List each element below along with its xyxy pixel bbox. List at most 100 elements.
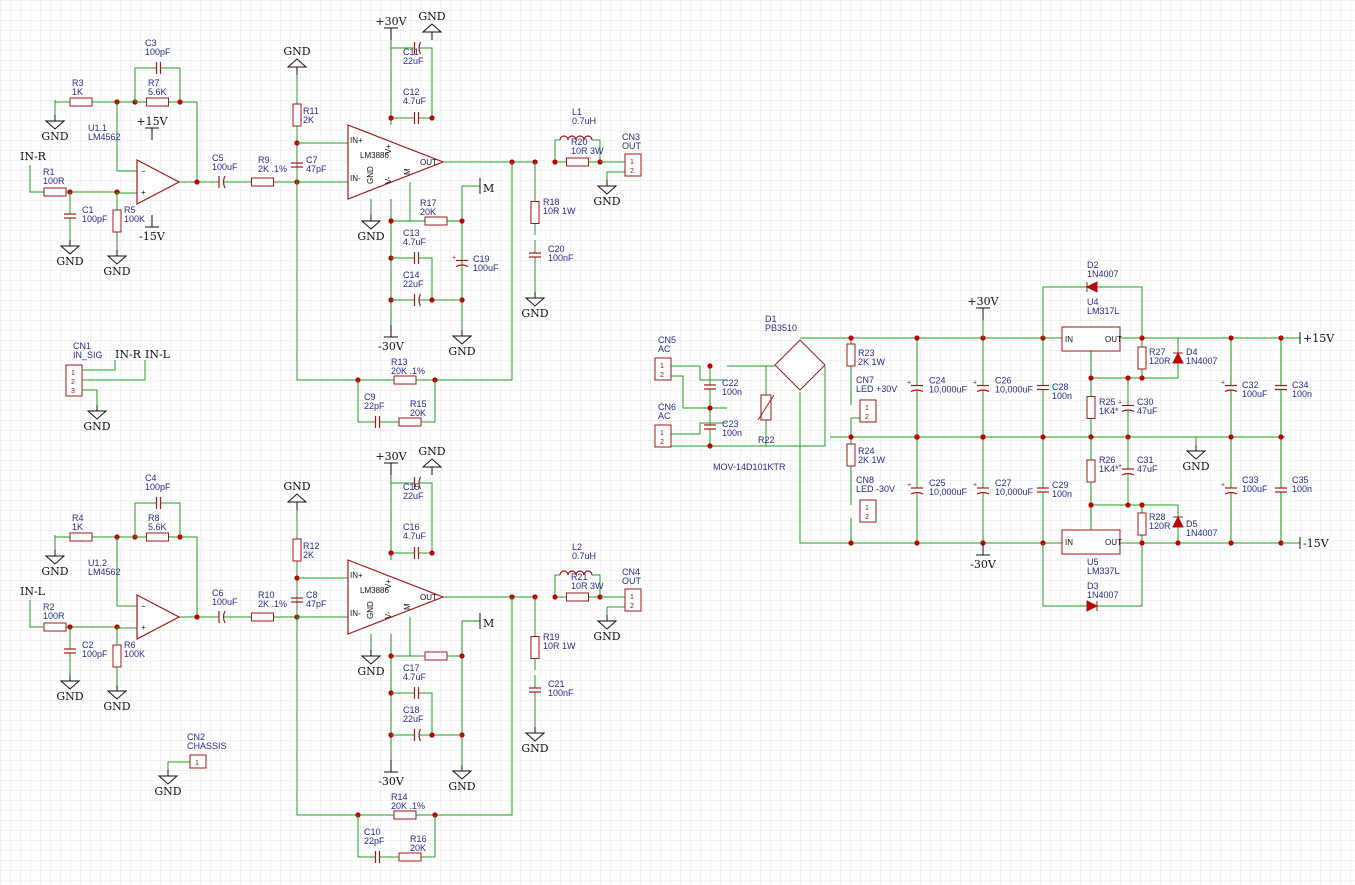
c24-value: 10,000uF xyxy=(929,385,968,395)
resistor-r21 xyxy=(566,592,589,602)
junction-dot xyxy=(980,434,986,440)
opamp-u1 xyxy=(136,594,181,640)
junction-dot xyxy=(177,534,183,540)
led-connector-cn8-pin: 2 xyxy=(865,514,869,521)
cn3-ref: CN3 xyxy=(622,132,640,142)
output-connector-cn4-pin: 1 xyxy=(630,594,634,601)
r26-ref: R26 xyxy=(1099,455,1116,465)
capacitor-c26-plate xyxy=(976,389,990,393)
cn3-value: OUT xyxy=(622,141,642,151)
d2-ref: D2 xyxy=(1087,260,1099,270)
c30-ref: C30 xyxy=(1137,397,1154,407)
cn7-ref: CN7 xyxy=(856,375,874,385)
opamp-u1-minus: − xyxy=(141,602,146,611)
c15-ref: C15 xyxy=(403,482,420,492)
cn4-value: OUT xyxy=(622,576,642,586)
u5-pin-in: IN xyxy=(1065,538,1073,547)
power-amp-u3 xyxy=(347,559,445,635)
r27-ref: R27 xyxy=(1149,347,1166,357)
diode-d5 xyxy=(1172,515,1184,528)
d4-ref: D4 xyxy=(1186,347,1198,357)
resistor-r5 xyxy=(112,209,122,233)
gnd-label: GND xyxy=(521,742,548,755)
c33-value: 100uF xyxy=(1242,484,1268,494)
wire xyxy=(29,165,40,193)
r3-value: 1K xyxy=(72,87,83,97)
c1-ref: C1 xyxy=(82,205,94,215)
r18-ref: R18 xyxy=(543,197,560,207)
r19-ref: R19 xyxy=(543,632,560,642)
c2-ref: C2 xyxy=(82,640,94,650)
wire xyxy=(116,102,137,172)
capacitor-c31-plus: + xyxy=(1118,463,1122,470)
junction-dot xyxy=(1040,434,1046,440)
gnd-symbol xyxy=(286,58,308,75)
r4-ref: R4 xyxy=(72,513,84,523)
capacitor-c24-plate xyxy=(910,389,924,393)
r15-value: 20K xyxy=(410,408,426,418)
chassis-connector-cn2 xyxy=(189,754,207,769)
c17-ref: C17 xyxy=(403,663,420,673)
chassis-connector-cn2-pin: 1 xyxy=(195,760,199,767)
junction-dot xyxy=(552,159,558,165)
capacitor-c14-plate xyxy=(418,293,422,307)
resistor-r17 xyxy=(424,216,448,226)
resistor-r11 xyxy=(292,103,302,127)
r17-value: 20K xyxy=(420,207,436,217)
resistor-r12 xyxy=(292,538,302,562)
power-amp-u2-pin-gnd: GND xyxy=(366,166,375,184)
c27-ref: C27 xyxy=(995,478,1012,488)
r2-ref: R2 xyxy=(43,602,55,612)
c21-value: 100nF xyxy=(548,688,574,698)
ac-connector-cn5-pin: 2 xyxy=(660,372,664,379)
wire xyxy=(671,422,727,435)
power-label: +15V xyxy=(136,115,168,128)
capacitor-c19-plus: + xyxy=(452,255,456,262)
power-amp-u2-pin-inp: IN+ xyxy=(350,136,363,145)
cn1-ref: CN1 xyxy=(73,341,91,351)
cn8-ref: CN8 xyxy=(856,475,874,485)
r10-ref: R10 xyxy=(258,590,275,600)
inductor-l2 xyxy=(559,570,593,576)
wire xyxy=(1091,504,1179,543)
power-amp-u3-pin-vp: V+ xyxy=(384,579,393,589)
capacitor-c26-plus: + xyxy=(973,380,977,387)
r18-value: 10R 1W xyxy=(543,206,576,216)
cn2-value: CHASSIS xyxy=(187,741,227,751)
wire xyxy=(422,257,433,300)
gnd-symbol xyxy=(44,115,66,130)
gnd-symbol xyxy=(524,292,546,307)
c16-value: 4.7uF xyxy=(403,531,427,541)
gnd-label: GND xyxy=(56,255,83,268)
r3-ref: R3 xyxy=(72,78,84,88)
wire xyxy=(592,139,601,162)
power-amp-u3-pin-inm: IN- xyxy=(350,609,361,618)
junction-dot xyxy=(707,405,713,411)
c20-value: 100nF xyxy=(548,253,574,263)
c32-value: 100uF xyxy=(1242,389,1268,399)
capacitor-c33-plate xyxy=(1224,491,1238,495)
r20-value: 10R 3W xyxy=(571,146,604,156)
c9-ref: C9 xyxy=(364,392,376,402)
junction-dot xyxy=(388,550,394,556)
r1-value: 100R xyxy=(43,176,65,186)
c26-value: 10,000uF xyxy=(995,385,1034,395)
wire xyxy=(799,392,1285,544)
r17-ref: R17 xyxy=(420,198,437,208)
r26-value: 1K4* xyxy=(1099,464,1119,474)
capacitor-c30-plate xyxy=(1121,409,1135,413)
c30-value: 47uF xyxy=(1137,406,1158,416)
ac-connector-cn5 xyxy=(654,357,672,381)
r21-value: 10R 3W xyxy=(571,581,604,591)
psu-out-m15: -15V xyxy=(1303,537,1330,550)
r19-value: 10R 1W xyxy=(543,641,576,651)
power-amp-u3-pin-gnd: GND xyxy=(366,601,375,619)
gnd-symbol xyxy=(59,240,81,255)
resistor-r4 xyxy=(69,532,93,542)
capacitor-c6-plate xyxy=(222,610,226,624)
capacitor-c24-plus: + xyxy=(907,380,911,387)
cn5-value: AC xyxy=(658,344,671,354)
junction-dot xyxy=(552,594,558,600)
